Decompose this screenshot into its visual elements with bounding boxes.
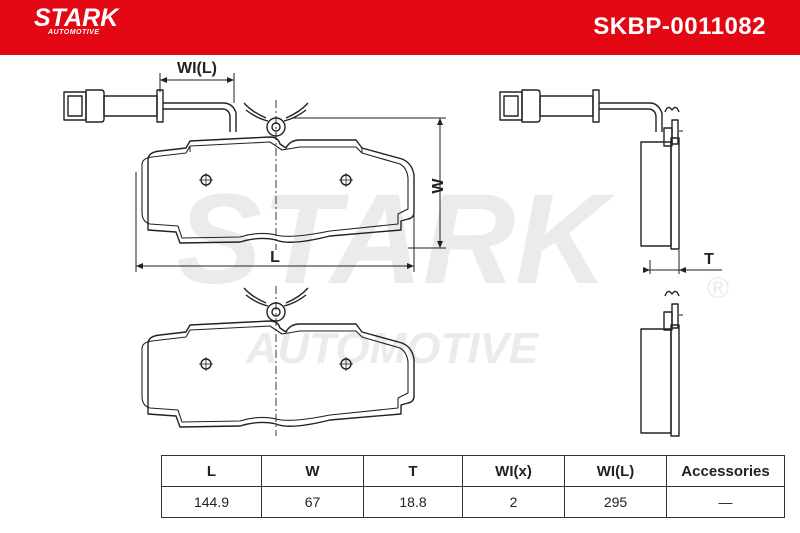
specs-header-l: L <box>161 455 262 487</box>
brake-pad-side-bottom <box>640 290 683 437</box>
brand-subtitle: AUTOMOTIVE <box>48 29 100 36</box>
dimension-wi-l <box>160 77 234 83</box>
label-w: W <box>430 178 447 194</box>
label-t: T <box>704 251 714 268</box>
specs-value-wi-l: 295 <box>564 486 667 518</box>
watermark-sub: AUTOMOTIVE <box>245 324 540 373</box>
dimension-t <box>643 250 722 274</box>
wear-sensor-front <box>63 73 237 132</box>
specs-value-accessories: — <box>666 486 785 518</box>
part-number: SKBP-0011082 <box>593 13 766 40</box>
label-l: L <box>270 249 280 266</box>
specs-header-w: W <box>261 455 364 487</box>
header-bar: STARK AUTOMOTIVE SKBP-0011082 <box>0 0 800 55</box>
brake-pad-side-top <box>640 106 683 250</box>
watermark-registered: ® <box>707 272 729 305</box>
specs-value-w: 67 <box>261 486 364 518</box>
watermark-main: STARK <box>176 168 616 311</box>
dimension-w <box>292 117 446 249</box>
specs-header-row: L W T WI(x) WI(L) Accessories <box>161 455 785 487</box>
specs-table: L W T WI(x) WI(L) Accessories 144.9 67 1… <box>161 455 785 518</box>
dimension-l <box>135 172 415 272</box>
specs-value-wi-x: 2 <box>462 486 565 518</box>
brake-pad-bottom <box>141 286 415 436</box>
specs-header-wi-l: WI(L) <box>564 455 667 487</box>
specs-header-accessories: Accessories <box>666 455 785 487</box>
specs-value-row: 144.9 67 18.8 2 295 — <box>161 486 785 518</box>
brand-logo: STARK AUTOMOTIVE <box>34 4 118 36</box>
specs-header-t: T <box>363 455 463 487</box>
specs-value-t: 18.8 <box>363 486 463 518</box>
brake-pad-top <box>141 100 415 250</box>
specs-header-wi-x: WI(x) <box>462 455 565 487</box>
brand-name: STARK <box>34 4 119 32</box>
label-wi-l: WI(L) <box>177 60 217 77</box>
specs-value-l: 144.9 <box>161 486 262 518</box>
wear-sensor-side <box>499 89 663 132</box>
